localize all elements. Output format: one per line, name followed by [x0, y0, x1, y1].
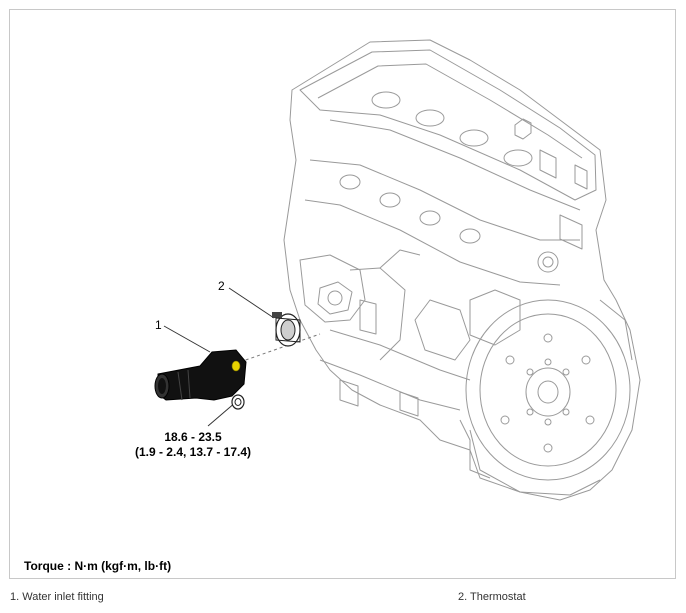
head-cover	[299, 49, 597, 201]
legend-item-1: 1. Water inlet fitting	[10, 591, 104, 603]
callout-2: 2	[218, 279, 225, 293]
diagram-frame	[9, 9, 676, 579]
torque-spec: 18.6 - 23.5 (1.9 - 2.4, 13.7 - 17.4)	[98, 430, 288, 460]
legend-item-2: 2. Thermostat	[458, 591, 526, 603]
bolt-part	[231, 394, 245, 410]
engine-outline	[283, 39, 641, 501]
flywheel	[465, 299, 631, 481]
torque-spec-alt-units: (1.9 - 2.4, 13.7 - 17.4)	[134, 445, 252, 459]
oil-pan	[469, 429, 601, 496]
torque-units-caption: Torque : N·m (kgf·m, lb·ft)	[24, 559, 172, 573]
thermostat-part	[272, 312, 301, 347]
torque-spec-nm: 18.6 - 23.5	[164, 430, 222, 444]
water-inlet-fitting-part	[154, 349, 247, 401]
callout-1: 1	[155, 318, 162, 332]
